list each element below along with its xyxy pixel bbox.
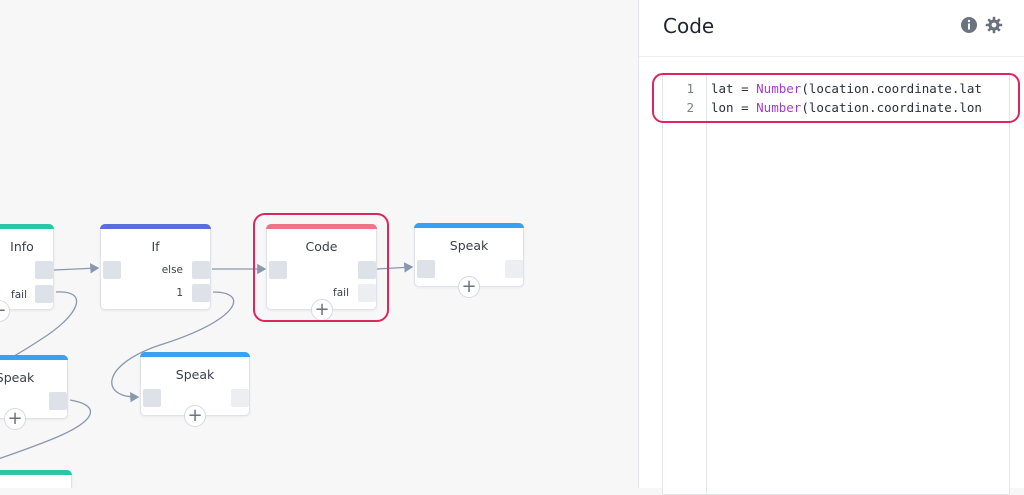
code-line[interactable]: lon = Number(location.coordinate.lon <box>711 100 982 115</box>
plus-icon: + <box>0 300 7 321</box>
wire-speak-left <box>0 399 91 460</box>
code-text: (location.coordinate.lat <box>801 81 982 96</box>
inspector-panel: Code 1 2 lat = Number(location.coordinat… <box>638 0 1024 495</box>
node-title: Info <box>10 239 34 254</box>
fail-label: fail <box>11 289 27 301</box>
node-bar <box>100 224 211 229</box>
add-step-button[interactable]: + <box>4 408 26 430</box>
output-port[interactable] <box>231 389 249 407</box>
panel-divider <box>639 56 1024 57</box>
node-title: Speak <box>449 238 489 253</box>
else-label: else <box>161 264 183 276</box>
node-title: Speak <box>175 367 215 382</box>
code-keyword: Number <box>756 81 802 96</box>
output-port[interactable] <box>49 392 67 410</box>
code-editor[interactable]: 1 2 lat = Number(location.coordinate.lat… <box>662 73 1010 495</box>
code-node-highlight <box>253 213 389 322</box>
line-gutter: 1 2 <box>663 74 707 494</box>
panel-title: Code <box>663 14 715 38</box>
node-speak[interactable]: Speak + <box>414 223 524 298</box>
node-partial[interactable] <box>0 470 72 488</box>
line-number: 2 <box>686 100 694 115</box>
add-step-button[interactable]: + <box>458 276 480 298</box>
node-bar <box>0 224 54 229</box>
node-title: Code <box>305 239 338 254</box>
code-text: (location.coordinate.lon <box>801 100 982 115</box>
wire-info-fail <box>0 291 78 365</box>
flow-canvas[interactable]: Info fail + If else 1 Code fail + Speak … <box>0 0 638 488</box>
node-bar <box>0 470 72 475</box>
code-highlight <box>652 73 1020 123</box>
plus-icon: + <box>7 408 23 429</box>
input-port[interactable] <box>143 389 161 407</box>
input-port[interactable] <box>417 260 435 278</box>
code-text: lon = <box>711 100 757 115</box>
wire-if-one <box>111 291 235 403</box>
code-line[interactable]: lat = Number(location.coordinate.lat <box>711 81 982 96</box>
node-info[interactable]: Info fail + <box>0 224 54 322</box>
node-bar <box>140 352 250 357</box>
fail-port[interactable] <box>358 284 376 302</box>
node-title: Speak <box>0 370 35 385</box>
fail-port[interactable] <box>35 285 53 303</box>
add-step-button[interactable]: + <box>184 405 206 427</box>
node-bar <box>0 355 68 360</box>
one-port[interactable] <box>192 284 210 302</box>
one-label: 1 <box>176 287 183 299</box>
wire-code-speak <box>376 262 414 273</box>
code-keyword: Number <box>756 100 802 115</box>
plus-icon: + <box>314 299 330 320</box>
gear-icon[interactable] <box>985 16 1003 34</box>
input-port[interactable] <box>103 261 121 279</box>
code-text: lat = <box>711 81 757 96</box>
node-code[interactable]: Code fail + <box>266 224 377 321</box>
node-bar <box>414 223 524 228</box>
output-port[interactable] <box>358 261 376 279</box>
plus-icon: + <box>187 405 203 426</box>
node-title: If <box>151 239 160 254</box>
wire-info-if <box>53 263 100 274</box>
node-if[interactable]: If else 1 <box>100 224 211 310</box>
line-number: 1 <box>686 81 694 96</box>
plus-icon: + <box>461 276 477 297</box>
input-port[interactable] <box>269 261 287 279</box>
node-speak[interactable]: Speak + <box>0 355 68 430</box>
connection-wires <box>0 262 414 460</box>
else-port[interactable] <box>192 261 210 279</box>
node-speak[interactable]: Speak + <box>140 352 250 427</box>
info-icon[interactable] <box>960 16 978 34</box>
fail-label: fail <box>333 287 349 299</box>
node-bar <box>266 224 377 229</box>
output-port[interactable] <box>505 260 523 278</box>
output-port[interactable] <box>35 261 53 279</box>
